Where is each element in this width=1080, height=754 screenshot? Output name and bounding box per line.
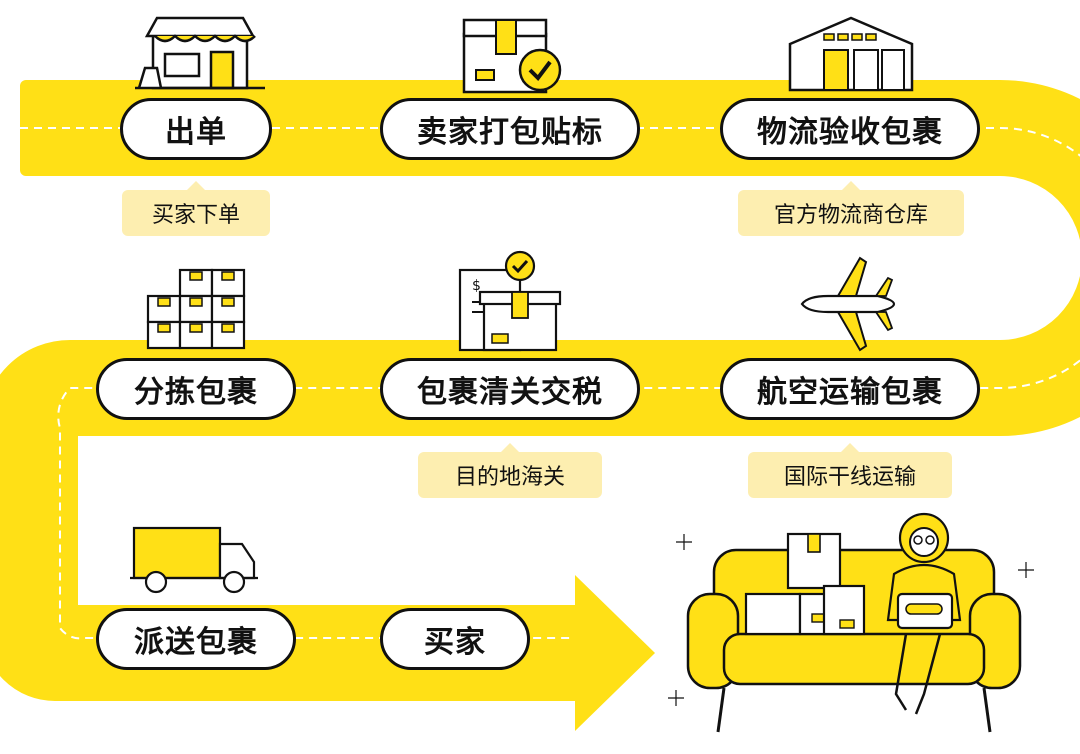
note-text: 目的地海关	[454, 465, 565, 490]
airplane-icon	[800, 256, 896, 352]
step-seller-packs: 卖家打包贴标	[380, 98, 640, 160]
step-air-transport: 航空运输包裹	[720, 358, 980, 420]
step-customs-clearance: 包裹清关交税	[380, 358, 640, 420]
customs-invoice-icon: $	[458, 250, 562, 352]
note-text: 国际干线运输	[783, 465, 916, 490]
sparkle-icon	[1018, 562, 1034, 578]
buyer-on-sofa-icon	[686, 512, 1022, 733]
delivery-truck-icon	[130, 526, 258, 594]
sparkle-icon	[676, 534, 692, 550]
note-official-warehouse: 官方物流商仓库	[738, 181, 964, 236]
step-buyer: 买家	[380, 608, 530, 670]
package-check-icon	[462, 18, 562, 94]
shop-icon	[135, 16, 265, 90]
sparkle-icon	[668, 690, 684, 706]
svg-text:$: $	[472, 278, 481, 294]
note-buyer-orders: 买家下单	[122, 181, 270, 236]
step-logistics-receives: 物流验收包裹	[720, 98, 980, 160]
note-destination-customs: 目的地海关	[418, 443, 602, 498]
step-sort-packages: 分拣包裹	[96, 358, 296, 420]
step-order-placed: 出单	[120, 98, 272, 160]
warehouse-icon	[788, 16, 914, 92]
note-text: 买家下单	[151, 203, 240, 228]
note-text: 官方物流商仓库	[773, 203, 928, 228]
note-international-trunk: 国际干线运输	[748, 443, 952, 498]
stacked-boxes-icon	[146, 268, 246, 350]
step-deliver-packages: 派送包裹	[96, 608, 296, 670]
